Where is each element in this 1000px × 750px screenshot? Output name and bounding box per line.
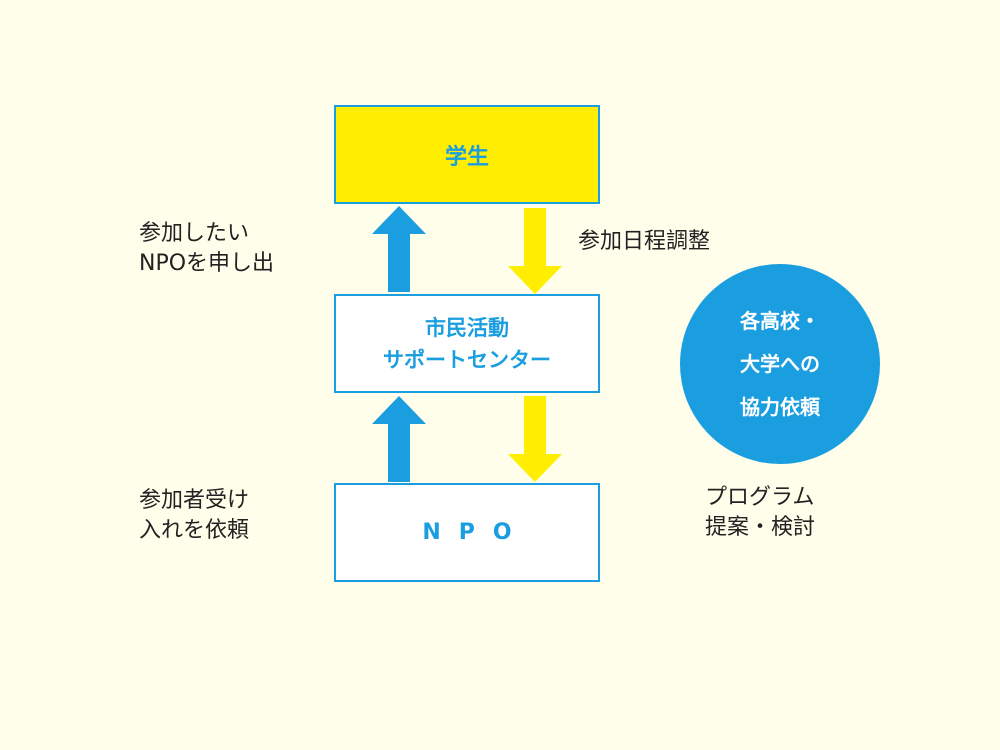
apply-label-line1: 参加したい — [139, 221, 250, 246]
arrow-up-npo-to-center — [372, 396, 426, 482]
apply-label: 参加したい NPOを申し出 — [139, 219, 274, 279]
arrow-up-center-to-student — [372, 206, 426, 292]
request-label: 参加者受け 入れを依頼 — [139, 486, 249, 546]
cooperation-request-circle: 各高校・ 大学への 協力依頼 — [680, 264, 880, 464]
npo-box: NPO — [334, 483, 600, 582]
program-label: プログラム 提案・検討 — [705, 483, 815, 543]
circle-line3: 協力依頼 — [740, 394, 820, 419]
program-label-line2: 提案・検討 — [705, 515, 816, 540]
arrow-down-student-to-center — [508, 208, 562, 294]
request-label-line2: 入れを依頼 — [139, 518, 250, 543]
circle-line1: 各高校・ — [740, 308, 820, 333]
support-center-label-line1: 市民活動 — [425, 315, 509, 340]
npo-label: NPO — [422, 520, 530, 545]
student-box: 学生 — [334, 105, 600, 204]
support-center-box: 市民活動 サポートセンター — [334, 294, 600, 393]
program-label-line1: プログラム — [705, 485, 815, 510]
schedule-label-text: 参加日程調整 — [578, 229, 711, 254]
arrow-down-center-to-npo — [508, 396, 562, 482]
apply-label-line2: NPOを申し出 — [139, 251, 275, 276]
request-label-line1: 参加者受け — [139, 488, 250, 513]
circle-line2: 大学への — [740, 351, 820, 376]
schedule-label: 参加日程調整 — [578, 227, 710, 257]
support-center-label-line2: サポートセンター — [383, 347, 551, 372]
student-label: 学生 — [444, 144, 489, 170]
